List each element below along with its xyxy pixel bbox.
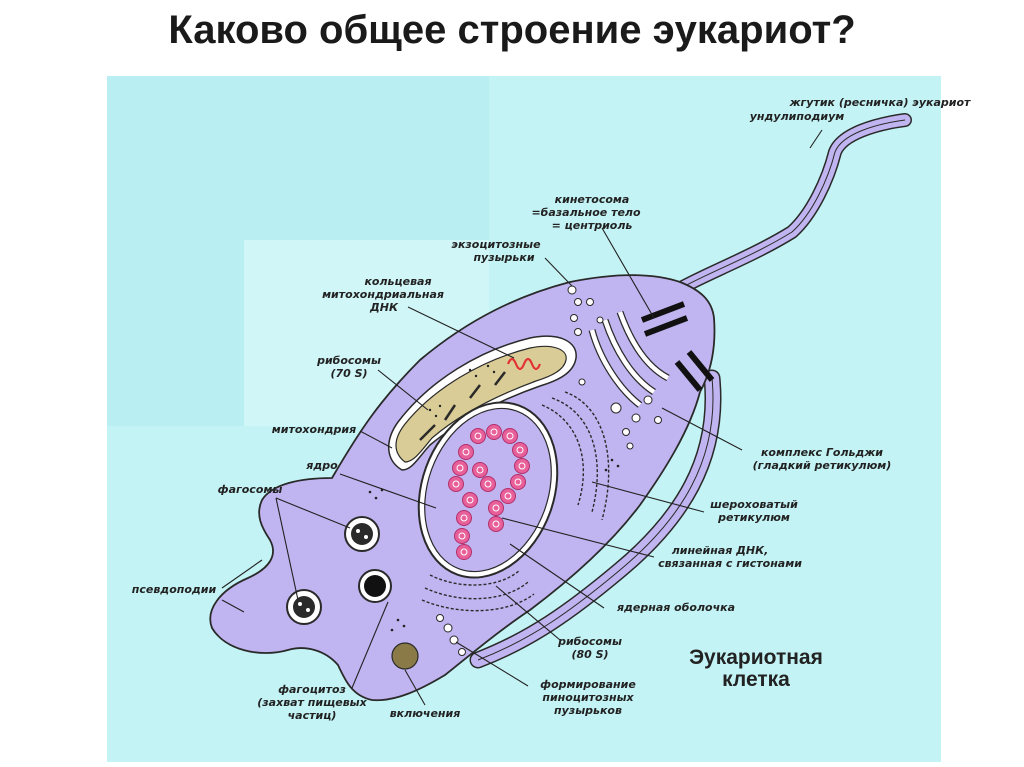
label-linear-dna: линейная ДНК,: [672, 544, 769, 557]
label-ribosomes-80s: рибосомы: [557, 635, 622, 648]
label-rough-er: шероховатый: [710, 498, 798, 511]
label-exocytosis: экзоцитозные: [451, 238, 541, 251]
label-flagellum: жгутик (ресничка) эукариот: [789, 96, 971, 109]
label-phagocytosis: фагоцитоз: [278, 683, 346, 696]
inclusion: [391, 642, 419, 670]
diagram-caption-2: клетка: [722, 668, 790, 691]
label-rough-er-2: ретикулюм: [717, 511, 790, 524]
kinetosome: [640, 301, 715, 392]
label-kinetosome-3: = центриоль: [552, 219, 633, 232]
cell-tail-process: [469, 369, 722, 669]
label-phagocytosis-3: частиц): [288, 709, 337, 722]
label-linear-dna-2: связанная с гистонами: [658, 557, 802, 570]
phagosome: [286, 516, 392, 625]
free-ribosomes: [368, 458, 620, 632]
label-ribosomes-80s-2: (80 S): [571, 648, 608, 661]
labels: жгутик (ресничка) эукариот ундулиподиум …: [132, 96, 971, 722]
label-ribosomes-70s: рибосомы: [316, 354, 381, 367]
label-mitochondrion: митохондрия: [272, 423, 356, 436]
diagram-caption: Эукариотная: [689, 646, 823, 669]
label-flagellum-2: ундулиподиум: [750, 110, 845, 123]
label-golgi: комплекс Гольджи: [761, 446, 883, 459]
label-nuclear-envelope: ядерная оболочка: [616, 601, 735, 614]
label-ribosomes-70s-2: (70 S): [330, 367, 367, 380]
label-pseudopodia: псевдоподии: [132, 583, 217, 596]
label-ring-dna: кольцевая: [364, 275, 431, 288]
mitochondrial-dna: [506, 357, 542, 371]
golgi-complex: [588, 310, 670, 408]
nucleus: [417, 401, 559, 579]
slide-title: Каково общее строение эукариот?: [168, 8, 856, 52]
label-nucleus: ядро: [305, 459, 338, 472]
label-pinocytosis: формирование: [540, 678, 636, 691]
rough-er: [421, 391, 610, 612]
leader-lines: [221, 129, 823, 706]
label-pinocytosis-2: пиноцитозных: [542, 691, 634, 704]
flagellum: [667, 113, 912, 299]
label-ring-dna-2: митохондриальная: [322, 288, 444, 301]
label-kinetosome-2: =базальное тело: [531, 206, 640, 219]
label-phagosomes: фагосомы: [218, 483, 283, 496]
label-pinocytosis-3: пузырьков: [554, 704, 622, 717]
vesicles: [436, 285, 662, 656]
label-inclusions: включения: [390, 707, 461, 720]
mitochondrion: [388, 335, 577, 471]
label-golgi-2: (гладкий ретикулюм): [753, 459, 892, 472]
label-kinetosome: кинетосома: [555, 193, 630, 206]
label-ring-dna-3: ДНК: [369, 301, 399, 314]
label-phagocytosis-2: (захват пищевых: [257, 696, 367, 709]
label-exocytosis-2: пузырьки: [473, 251, 534, 264]
